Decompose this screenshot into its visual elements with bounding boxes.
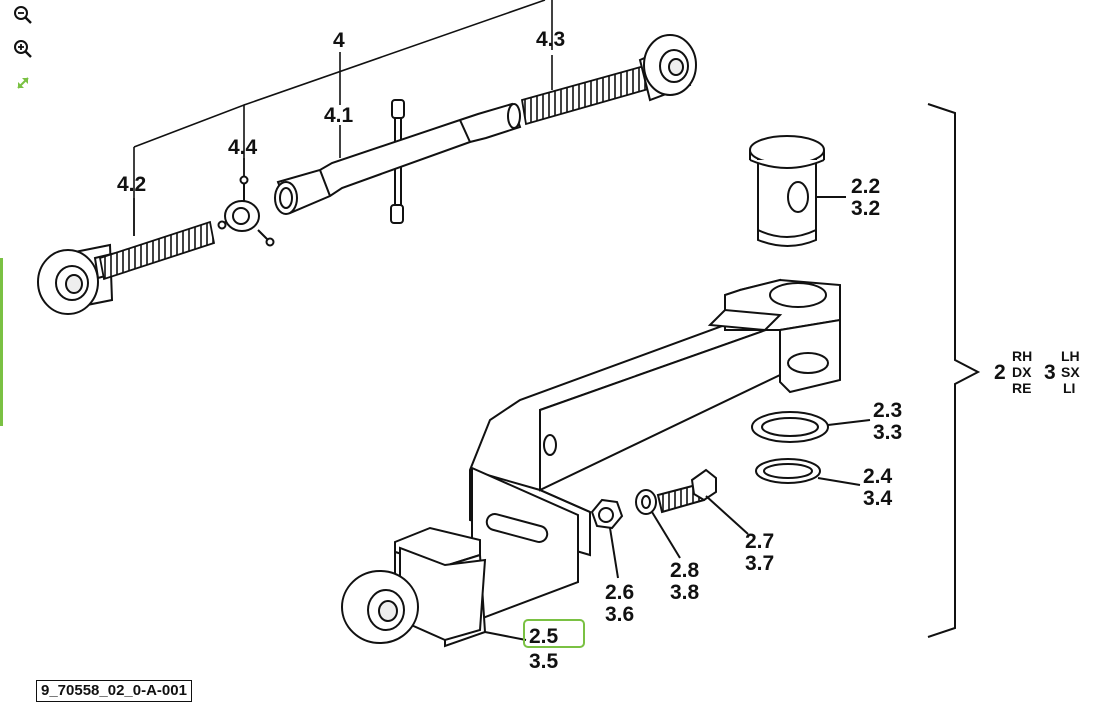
callout-3-4[interactable]: 3.4	[863, 487, 893, 510]
group-3-line-3: LI	[1063, 380, 1075, 396]
group-2-line-2: DX	[1012, 364, 1032, 380]
clevis-block	[341, 526, 527, 648]
group-2-line-3: RE	[1012, 380, 1031, 396]
callout-4-1[interactable]: 4.1	[324, 104, 354, 127]
drawing-reference-code: 9_70558_02_0-A-001	[36, 680, 192, 702]
zoom-out-button[interactable]	[10, 2, 36, 28]
zoom-out-icon	[14, 6, 32, 24]
selected-callout-highlight	[523, 619, 585, 648]
fit-to-screen-button[interactable]	[10, 70, 36, 96]
group-number-2: 2	[994, 361, 1006, 384]
callout-3-2[interactable]: 3.2	[851, 197, 880, 220]
group-3-line-2: SX	[1061, 364, 1080, 380]
callout-4-2[interactable]: 4.2	[117, 173, 146, 196]
callout-2-2[interactable]: 2.2	[851, 175, 880, 198]
group-brace	[927, 103, 981, 638]
lock-nut	[217, 175, 275, 247]
ball-end-right	[638, 34, 697, 102]
callout-4[interactable]: 4	[333, 29, 345, 52]
lower-link-arm	[469, 278, 841, 624]
callout-3-7[interactable]: 3.7	[745, 552, 774, 575]
callout-4-3[interactable]: 4.3	[536, 28, 565, 51]
callout-2-4[interactable]: 2.4	[863, 465, 893, 488]
expand-icon	[17, 77, 29, 89]
callout-2-6[interactable]: 2.6	[605, 581, 634, 604]
pin	[749, 135, 846, 247]
callout-2-8[interactable]: 2.8	[670, 559, 700, 582]
side-panel-tab[interactable]	[0, 258, 3, 426]
callout-3-6[interactable]: 3.6	[605, 603, 634, 626]
callout-2-3[interactable]: 2.3	[873, 399, 902, 422]
callout-2-5[interactable]: 2.5	[529, 625, 559, 648]
circlip	[755, 458, 861, 486]
group-3-line-1: LH	[1061, 348, 1080, 364]
bolt	[656, 468, 749, 535]
callout-3-8[interactable]: 3.8	[670, 581, 700, 604]
callout-2-7[interactable]: 2.7	[745, 530, 774, 553]
callout-3-3[interactable]: 3.3	[873, 421, 902, 444]
nut	[590, 498, 624, 579]
lock-washer	[635, 489, 681, 559]
threaded-rod-right	[520, 63, 654, 126]
callout-3-5[interactable]: 3.5	[529, 650, 559, 673]
callout-4-4[interactable]: 4.4	[228, 136, 258, 159]
group-2-line-1: RH	[1012, 348, 1032, 364]
threaded-rod-left	[98, 220, 216, 281]
adjuster-body	[274, 99, 522, 224]
group-number-3: 3	[1044, 361, 1056, 384]
zoom-in-button[interactable]	[10, 36, 36, 62]
washer	[751, 411, 871, 443]
zoom-in-icon	[14, 40, 32, 58]
